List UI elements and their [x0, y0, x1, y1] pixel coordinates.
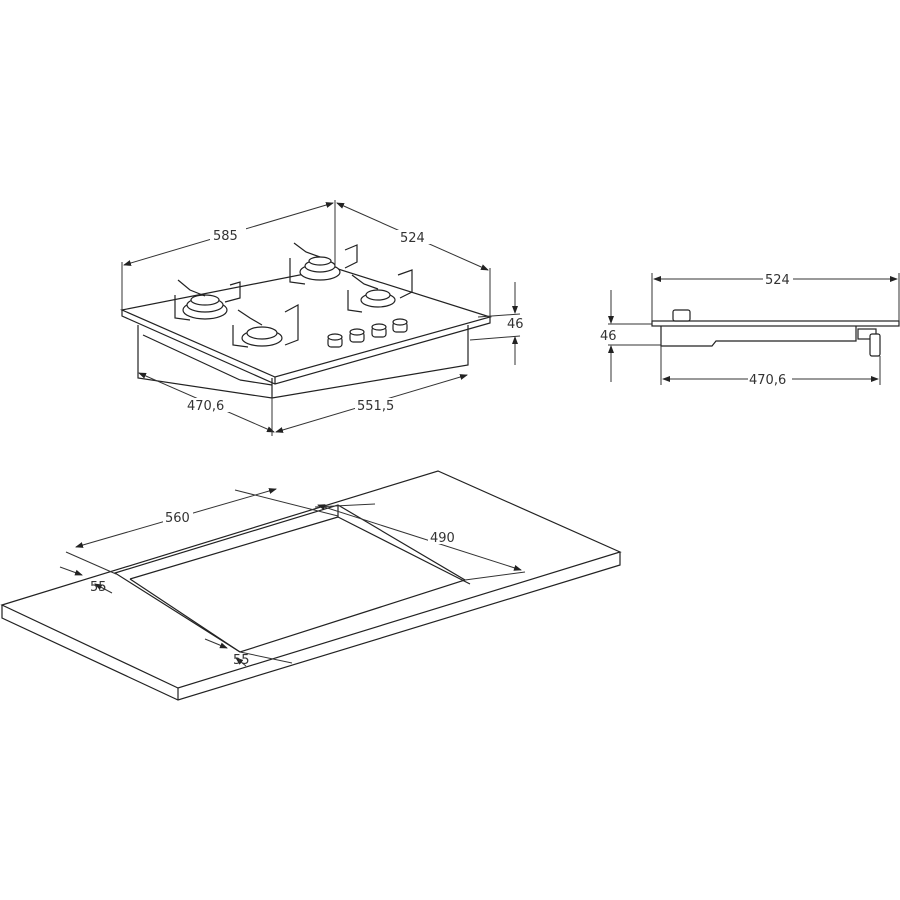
knob-4 [392, 318, 408, 333]
dimension-585: 585 [121, 200, 336, 310]
dimension-label-585: 585 [213, 229, 238, 244]
dimension-55-front: 55 [204, 638, 293, 668]
dimension-524: 524 [336, 202, 491, 317]
dimension-label-46: 46 [507, 317, 524, 332]
dimension-470-6: 470,6 [138, 372, 275, 436]
side-dimension-label-470-6: 470,6 [749, 373, 786, 388]
side-dimension-label-46: 46 [600, 329, 617, 344]
control-knobs [327, 318, 408, 348]
dimension-label-524: 524 [400, 231, 425, 246]
burner-front-right [232, 303, 299, 348]
hob-top-plate [120, 267, 493, 385]
burner-back-right [347, 269, 413, 313]
dimension-label-490: 490 [430, 531, 455, 546]
dimension-46: 46 [469, 282, 524, 365]
countertop-cutout-view: 560 490 55 55 [0, 470, 622, 701]
dimension-55-back: 55 [59, 566, 113, 595]
dimension-490: 490 [314, 503, 526, 581]
knob-3 [371, 323, 387, 338]
dimension-551-5: 551,5 [275, 374, 468, 433]
side-dimension-label-524: 524 [765, 273, 790, 288]
dimension-label-55-front: 55 [233, 653, 250, 668]
dimension-label-560: 560 [165, 511, 190, 526]
hob-side-view: 524 46 470,6 [600, 272, 900, 388]
dimension-label-55-back: 55 [90, 580, 107, 595]
dimension-label-551-5: 551,5 [357, 399, 394, 414]
knob-1 [327, 333, 343, 348]
burner-front-left [174, 279, 241, 321]
hob-isometric-view: 585 524 46 470,6 551,5 [120, 200, 524, 436]
dimension-label-470-6: 470,6 [187, 399, 224, 414]
knob-2 [349, 328, 365, 343]
